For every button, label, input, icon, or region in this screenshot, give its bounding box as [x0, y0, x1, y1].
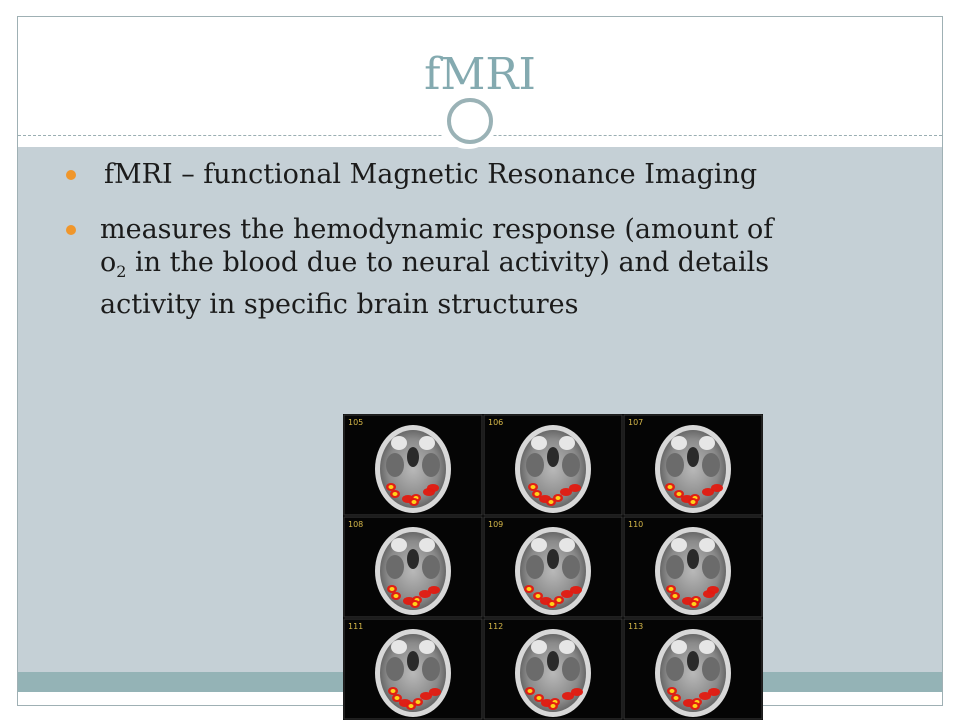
bullet-dot-icon [66, 170, 76, 180]
brain-slice: 111 [343, 618, 483, 720]
brain-slice: 110 [623, 516, 763, 618]
slice-label: 107 [628, 418, 643, 427]
slice-label: 108 [348, 520, 363, 529]
fmri-scan-grid: 105 106 107 108 109 110 111 112 113 [343, 414, 763, 720]
slice-label: 113 [628, 622, 643, 631]
brain-slice: 112 [483, 618, 623, 720]
bullet-text-definition: fMRI – functional Magnetic Resonance Ima… [104, 159, 758, 190]
fmri-brain-scan-image: 105 106 107 108 109 110 111 112 113 [343, 414, 763, 720]
slice-label: 112 [488, 622, 503, 631]
bullet-item-description: measures the hemodynamic response (amoun… [60, 213, 780, 321]
slice-label: 110 [628, 520, 643, 529]
circle-ring [447, 98, 493, 144]
slice-label: 106 [488, 418, 503, 427]
subscript-two: 2 [116, 262, 127, 281]
bullet-text-part1: measures the hemodynamic response (amoun… [100, 214, 774, 278]
bullet-dot-icon [66, 225, 76, 235]
bullet-text-part2: in the blood due to neural activity) and… [100, 247, 770, 320]
slice-label: 109 [488, 520, 503, 529]
brain-slice: 105 [343, 414, 483, 516]
brain-slice: 109 [483, 516, 623, 618]
brain-slice: 107 [623, 414, 763, 516]
brain-slice: 106 [483, 414, 623, 516]
bullet-list: fMRI – functional Magnetic Resonance Ima… [60, 158, 780, 343]
slice-label: 111 [348, 622, 363, 631]
brain-slice: 108 [343, 516, 483, 618]
circle-ornament-icon [438, 89, 498, 149]
brain-slice: 113 [623, 618, 763, 720]
slice-label: 105 [348, 418, 363, 427]
bullet-item-definition: fMRI – functional Magnetic Resonance Ima… [60, 158, 780, 191]
